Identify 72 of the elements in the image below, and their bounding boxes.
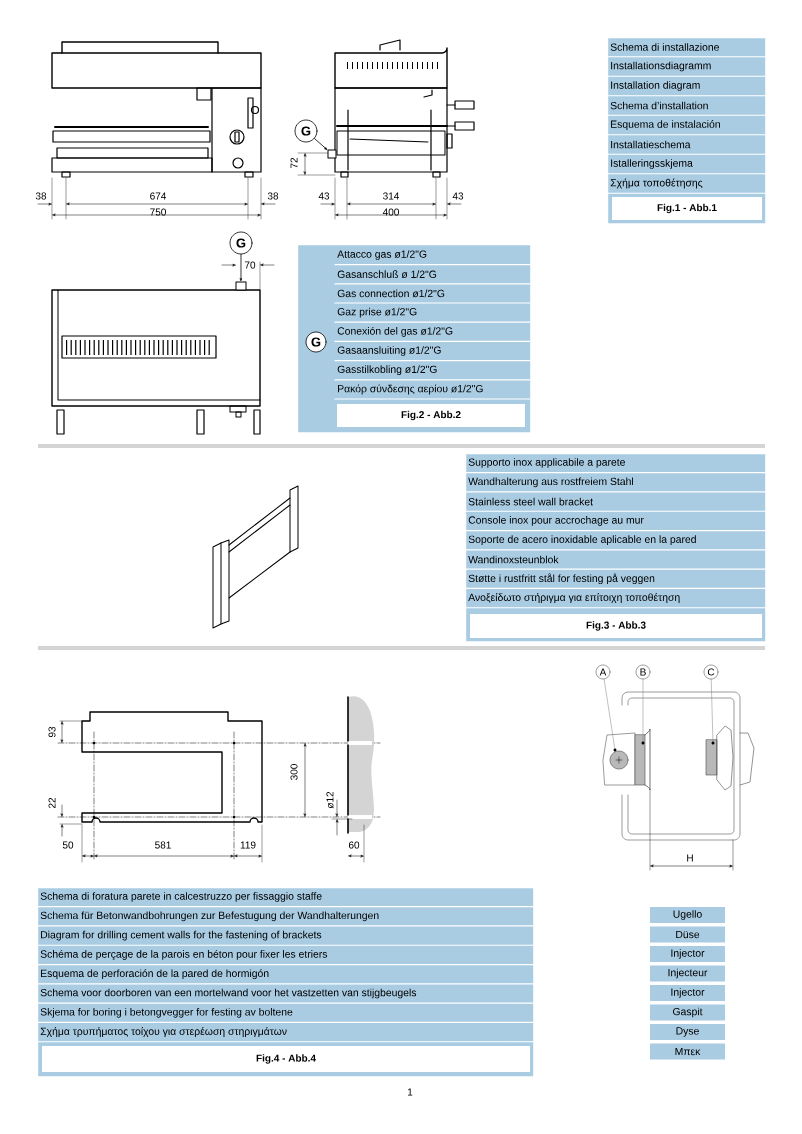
- dimension-label: 314: [383, 192, 400, 200]
- nozzle-table: [650, 907, 725, 1060]
- dimension-label: 43: [318, 192, 330, 200]
- dimension-label: 50: [62, 841, 74, 849]
- gas-pipe: [235, 281, 247, 291]
- table-row: Schema voor doorboren van een mortelwand voor het vastzetten van stijgbeugels: [40, 988, 417, 999]
- table-row: Σχήμα τοποθέτησης: [610, 178, 703, 189]
- dimension-label: 60: [348, 841, 360, 849]
- dimension-label: 43: [452, 192, 464, 200]
- page-number: 1: [408, 1088, 413, 1096]
- table-row: Installation diagram: [611, 81, 700, 91]
- dimension-label: 300: [290, 764, 298, 780]
- table-row: Installationsdiagramm: [611, 61, 711, 72]
- table-row: Støtte i rustfritt stål for festing på veggen: [468, 573, 655, 585]
- leader-point: [641, 741, 645, 745]
- dimension-label: 93: [48, 726, 56, 738]
- dimension-label: ø12: [325, 790, 335, 810]
- dimension-label: H: [687, 854, 693, 862]
- figure-caption-box: Fig.2 - Abb.2: [337, 404, 525, 427]
- legend-panel: [298, 245, 531, 433]
- table-row: Installatieschema: [611, 140, 691, 149]
- table-row: Stainless steel wall bracket: [468, 497, 593, 506]
- table-row: Console inox pour accrochage au mur: [468, 516, 644, 526]
- table-row: Schema für Betonwandbohrungen zur Befestugung der Wandhalterungen: [40, 911, 379, 922]
- leader-line: [603, 679, 615, 749]
- table-row: Schema di foratura parete in calcestruzzo per fissaggio staffe: [40, 892, 322, 902]
- figure-caption-box: Fig.1 - Abb.1: [612, 197, 762, 220]
- table-row: Soporte de acero inoxidable aplicable en la pared: [468, 535, 696, 546]
- table-row: Wandhalterung aus rostfreiem Stahl: [468, 477, 633, 488]
- dimension-label: 581: [155, 841, 171, 849]
- table-cell: Ugello: [650, 907, 725, 923]
- table-row: Istalleringsskjema: [611, 159, 693, 169]
- dimension-label: 38: [267, 192, 279, 200]
- table-cell: Dyse: [650, 1024, 725, 1040]
- gas-pipe: [327, 149, 337, 159]
- table-row: Conexión del gas ø1/2"G: [337, 326, 453, 337]
- table-row: Wandinoxsteunblok: [468, 555, 559, 564]
- dimension-label: 674: [150, 192, 167, 200]
- dimension-label: 72: [290, 156, 298, 170]
- dimension-label: 750: [150, 208, 166, 216]
- figure-caption-box: Fig.4 - Abb.4: [42, 1046, 530, 1072]
- table-row: Skjema for boring i betongvegger for festing av boltene: [40, 1007, 293, 1018]
- leader-line: [642, 679, 644, 742]
- leader-point: [711, 741, 715, 745]
- table-row: Ρακόρ σύνδεσης αερίου ø1/2"G: [338, 384, 483, 395]
- dimension-label: 400: [382, 208, 399, 216]
- dimension-label: 38: [35, 192, 47, 200]
- table-row: Gasstilkobling ø1/2"G: [337, 365, 437, 376]
- table-row: Schema d’installation: [610, 101, 708, 110]
- leader-arrow: [314, 138, 328, 150]
- table-cell: Injector: [650, 985, 725, 1001]
- table-row: Supporto inox applicabile a parete: [468, 458, 625, 468]
- dimension-label: 70: [244, 261, 256, 269]
- leader-point: [613, 748, 617, 752]
- table-row: Schema di installazione: [610, 43, 719, 51]
- table-row: Diagram for drilling cement walls for the fastening of brackets: [41, 930, 322, 941]
- table-row: Ανοξείδωτο στήριγμα για επίτοιχη τοποθέτηση: [468, 593, 680, 604]
- table-row: Esquema de perforación de la pared de hormigón: [41, 969, 269, 980]
- dimension-label: 119: [240, 841, 256, 849]
- table-row: Gasaansluiting ø1/2"G: [337, 346, 441, 356]
- table-row: Gasanschluß ø 1/2"G: [337, 270, 437, 279]
- table-row: Attacco gas ø1/2"G: [337, 250, 427, 260]
- table-cell: Injector: [650, 946, 725, 962]
- leader-line: [710, 679, 714, 742]
- dimension-label: 22: [48, 797, 56, 809]
- table-row: Gas connection ø1/2"G: [337, 289, 445, 298]
- table-row: Gaz prise ø1/2"G: [337, 307, 417, 318]
- table-row: Σχήμα τρυπήματος τοίχου για στερέωση στηριγμάτων: [40, 1027, 287, 1038]
- table-row: Schéma de perçage de la parois en béton pour fixer les etriers: [40, 950, 328, 960]
- table-row: Esquema de instalación: [611, 120, 720, 130]
- figure-caption-box: Fig.3 - Abb.3: [470, 614, 762, 638]
- leader-arrow: [239, 254, 243, 281]
